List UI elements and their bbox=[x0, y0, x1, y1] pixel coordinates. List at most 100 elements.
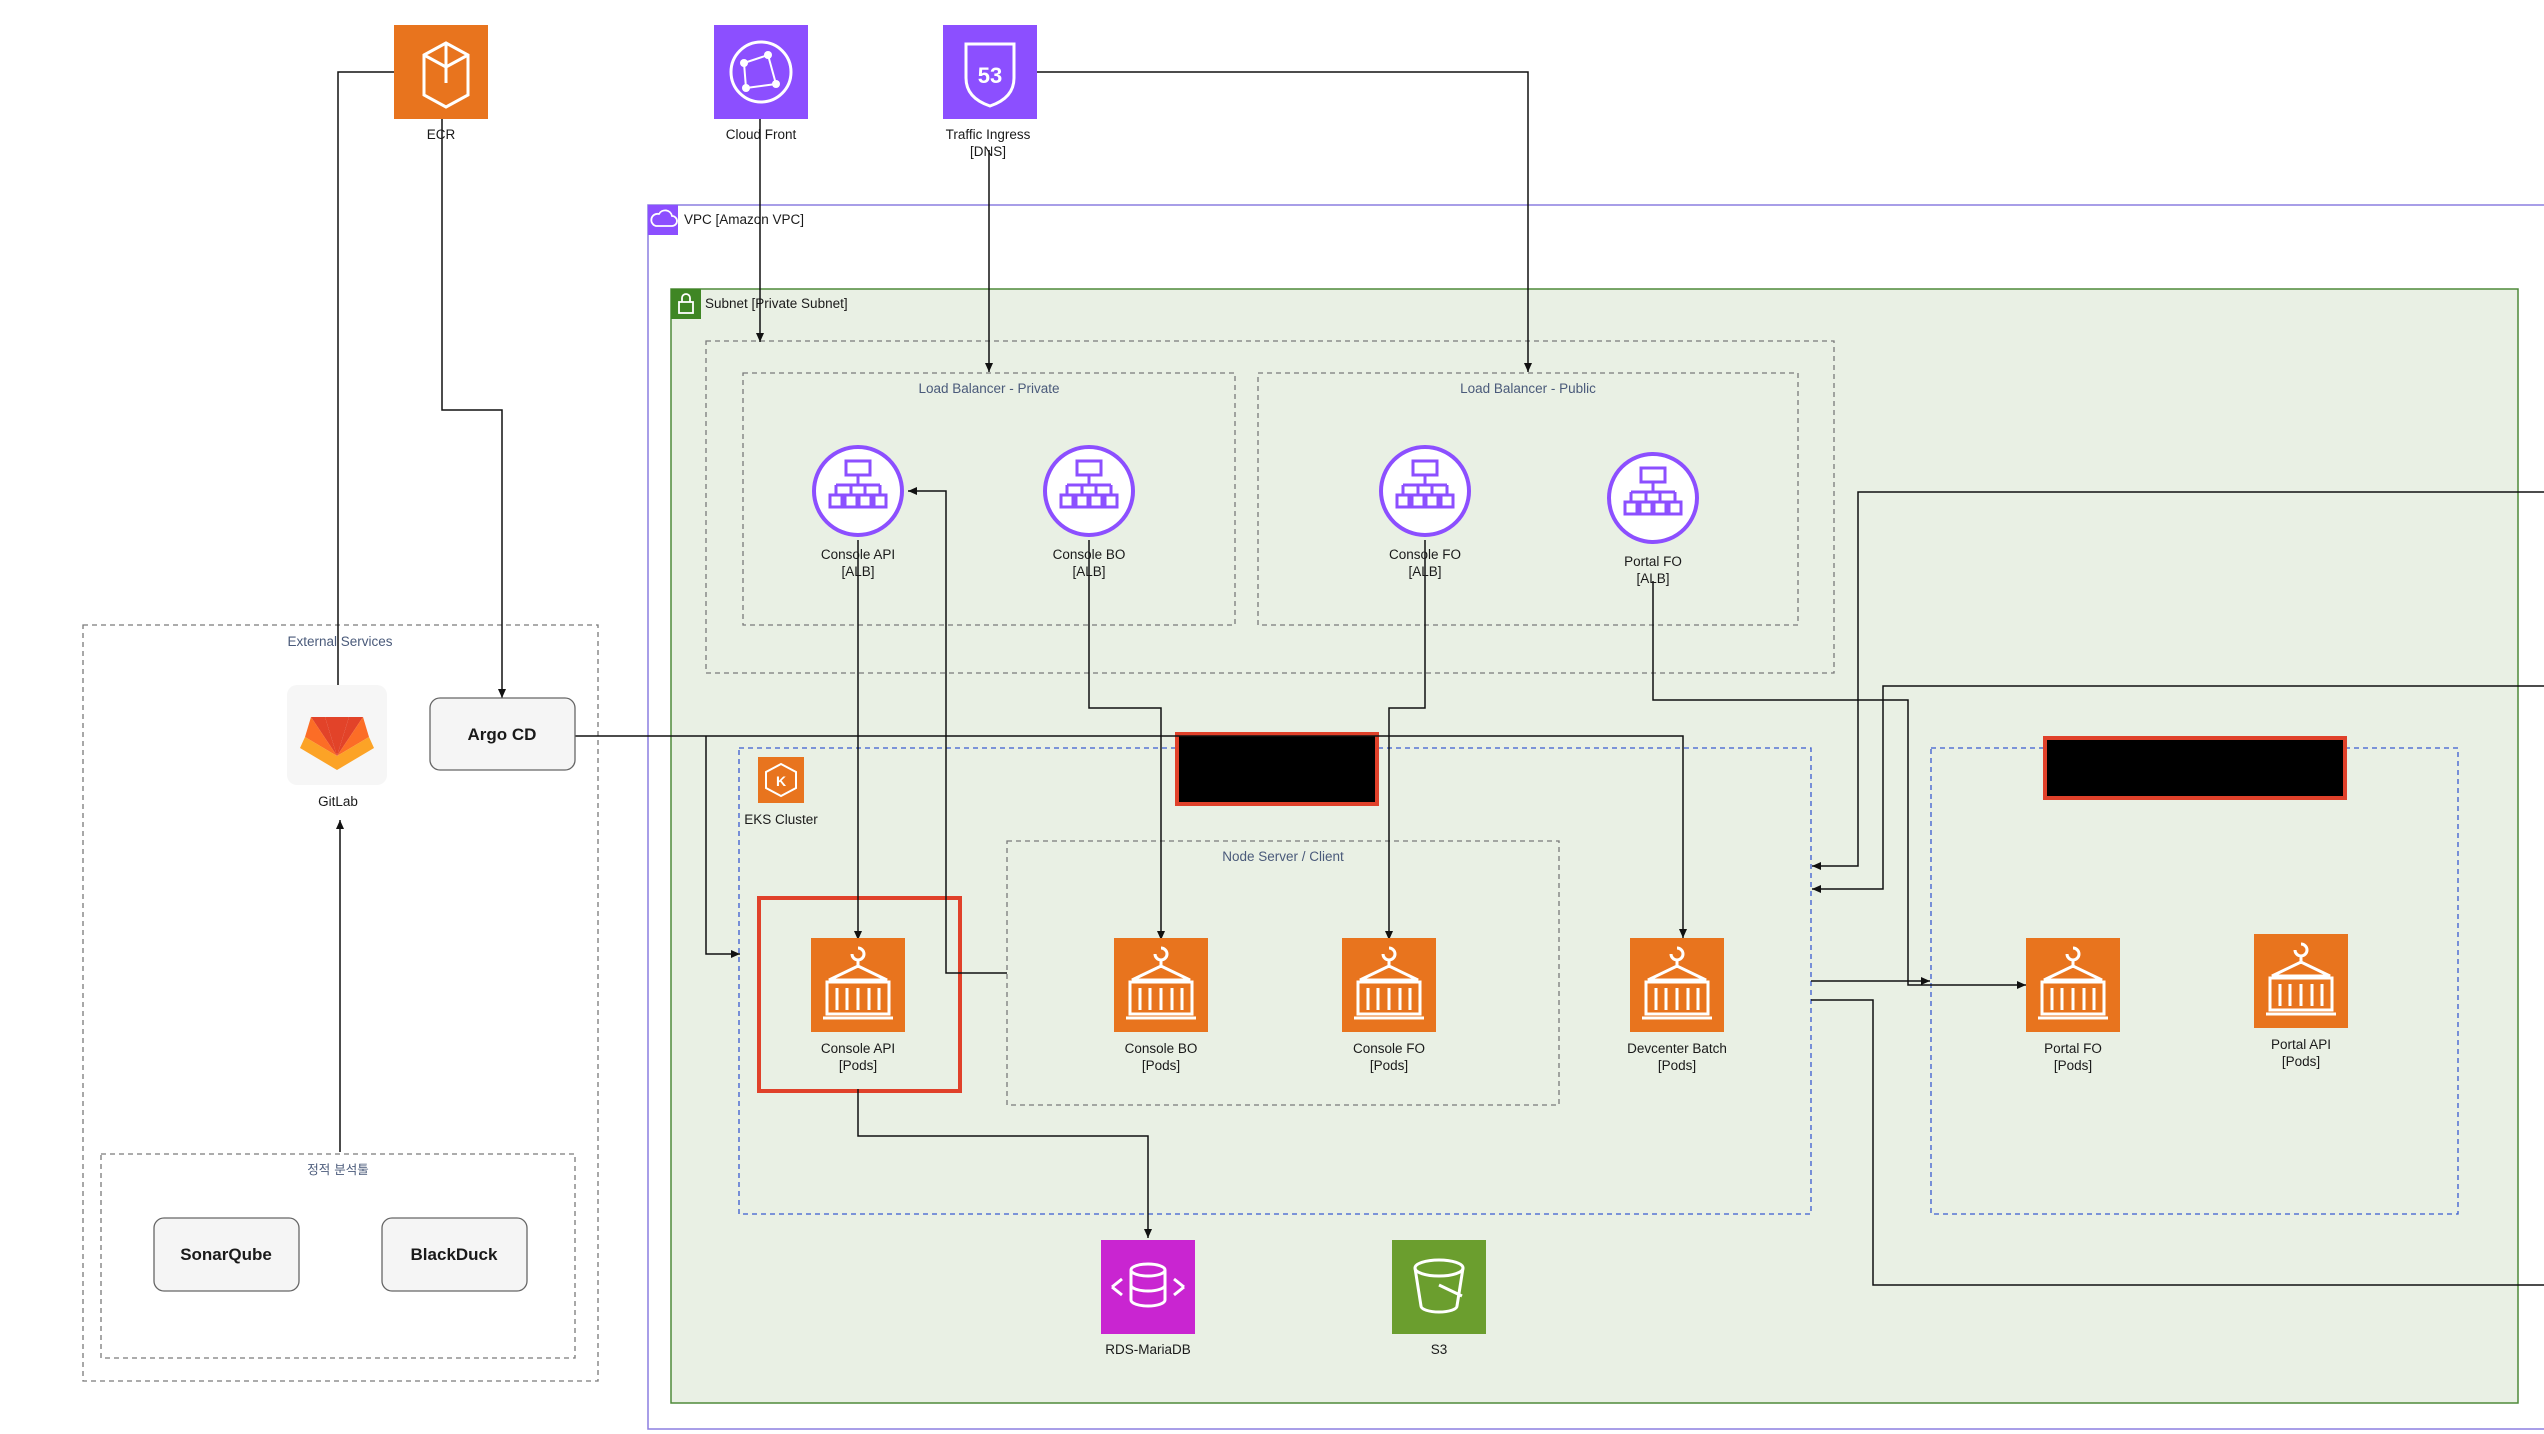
alb-console-fo-line1: Console FO bbox=[1389, 547, 1461, 562]
eks-icon: K bbox=[758, 757, 804, 803]
pod-devcenter-batch-icon bbox=[1628, 936, 1726, 1034]
gitlab-icon bbox=[300, 717, 374, 770]
lb-public-title: Load Balancer - Public bbox=[1460, 381, 1596, 396]
edge-route53-lbpublic bbox=[1037, 71, 1532, 372]
node-server-title: Node Server / Client bbox=[1222, 849, 1344, 864]
subnet-label: Subnet [Private Subnet] bbox=[705, 296, 848, 311]
static-tools-title: 정적 분석툴 bbox=[307, 1162, 368, 1177]
argocd-button[interactable]: Argo CD bbox=[429, 697, 576, 771]
alb-portal-fo-icon bbox=[1607, 452, 1699, 544]
route53-node[interactable]: 53 Traffic Ingress [DNS] bbox=[943, 25, 1037, 159]
cloudfront-node[interactable]: Cloud Front bbox=[714, 25, 808, 142]
s3-node[interactable]: S3 bbox=[1392, 1240, 1486, 1357]
gitlab-label: GitLab bbox=[318, 794, 358, 809]
alb-console-api-line1: Console API bbox=[821, 547, 895, 562]
alb-portal-fo[interactable]: Portal FO [ALB] bbox=[1607, 452, 1699, 586]
pod-devcenter-batch-line1: Devcenter Batch bbox=[1627, 1041, 1727, 1056]
pod-console-api-icon bbox=[809, 936, 907, 1034]
alb-portal-fo-line1: Portal FO bbox=[1624, 554, 1682, 569]
route53-label-line1: Traffic Ingress bbox=[946, 127, 1031, 142]
argocd-label: Argo CD bbox=[468, 725, 537, 744]
pod-console-fo-icon bbox=[1340, 936, 1438, 1034]
pod-devcenter-batch[interactable]: Devcenter Batch [Pods] bbox=[1627, 936, 1727, 1073]
pod-devcenter-batch-line2: [Pods] bbox=[1658, 1058, 1696, 1073]
alb-console-bo-icon bbox=[1043, 445, 1135, 537]
connectors bbox=[334, 71, 2544, 1286]
vpc-icon bbox=[648, 205, 678, 235]
gitlab-node[interactable]: GitLab bbox=[287, 685, 387, 809]
sonarqube-button[interactable]: SonarQube bbox=[153, 1217, 300, 1292]
pod-portal-api-line1: Portal API bbox=[2271, 1037, 2331, 1052]
edge-alb-bo-pod bbox=[1088, 540, 1165, 940]
redacted-label-eks bbox=[1175, 732, 1379, 806]
s3-icon bbox=[1392, 1240, 1486, 1334]
edge-node-alb-api bbox=[908, 487, 1007, 974]
edge-ecr-argocd bbox=[441, 115, 506, 698]
edge-alb-fo-pod bbox=[1385, 540, 1426, 940]
lb-public-group bbox=[1257, 372, 1799, 626]
subnet-container bbox=[670, 288, 2519, 1404]
console-api-highlight bbox=[757, 896, 962, 1093]
pod-console-fo-line2: [Pods] bbox=[1370, 1058, 1408, 1073]
rds-label: RDS-MariaDB bbox=[1105, 1342, 1191, 1357]
pod-portal-api-icon bbox=[2252, 932, 2350, 1030]
route53-label-line2: [DNS] bbox=[970, 144, 1006, 159]
pod-console-fo[interactable]: Console FO [Pods] bbox=[1340, 936, 1438, 1073]
alb-console-fo-line2: [ALB] bbox=[1408, 564, 1441, 579]
s3-label: S3 bbox=[1431, 1342, 1448, 1357]
static-tools-group bbox=[100, 1153, 576, 1359]
lock-icon bbox=[671, 289, 701, 319]
edge-right-in-2 bbox=[1812, 685, 2544, 893]
pod-portal-api[interactable]: Portal API [Pods] bbox=[2252, 932, 2350, 1069]
blackduck-button[interactable]: BlackDuck bbox=[381, 1217, 528, 1292]
alb-console-fo[interactable]: Console FO [ALB] bbox=[1379, 445, 1471, 579]
external-services-title: External Services bbox=[287, 634, 392, 649]
pod-console-api[interactable]: Console API [Pods] bbox=[809, 936, 907, 1073]
pod-portal-fo-line2: [Pods] bbox=[2054, 1058, 2092, 1073]
alb-console-bo-line1: Console BO bbox=[1053, 547, 1126, 562]
eks-icon-letter: K bbox=[776, 773, 786, 789]
alb-console-bo[interactable]: Console BO [ALB] bbox=[1043, 445, 1135, 579]
lb-private-group bbox=[742, 372, 1236, 626]
pod-console-bo-line2: [Pods] bbox=[1142, 1058, 1180, 1073]
pod-portal-api-line2: [Pods] bbox=[2282, 1054, 2320, 1069]
route53-icon bbox=[943, 25, 1037, 119]
edge-alb-portal-pod bbox=[1652, 581, 2026, 989]
pod-console-fo-line1: Console FO bbox=[1353, 1041, 1425, 1056]
external-services-group bbox=[82, 624, 599, 1382]
edge-api-rds bbox=[857, 1089, 1152, 1238]
pod-console-api-line1: Console API bbox=[821, 1041, 895, 1056]
redacted-label-portal bbox=[2043, 736, 2347, 800]
alb-console-bo-line2: [ALB] bbox=[1072, 564, 1105, 579]
pod-portal-fo-line1: Portal FO bbox=[2044, 1041, 2102, 1056]
blackduck-label: BlackDuck bbox=[411, 1245, 498, 1264]
edge-ecr-gitlab bbox=[334, 71, 394, 698]
edge-eks-right bbox=[1811, 999, 2544, 1286]
alb-portal-fo-line2: [ALB] bbox=[1636, 571, 1669, 586]
ecr-label: ECR bbox=[427, 127, 456, 142]
node-server-group bbox=[1006, 840, 1560, 1106]
lb-private-title: Load Balancer - Private bbox=[918, 381, 1059, 396]
edge-right-in-1 bbox=[1812, 491, 2544, 870]
alb-console-api-icon bbox=[812, 445, 904, 537]
rds-node[interactable]: RDS-MariaDB bbox=[1101, 1240, 1195, 1357]
edge-argocd-eks-left bbox=[705, 736, 740, 958]
cloudfront-label: Cloud Front bbox=[726, 127, 797, 142]
vpc-label: VPC [Amazon VPC] bbox=[684, 212, 804, 227]
edge-argocd-eks bbox=[575, 735, 1687, 938]
pod-console-bo-icon bbox=[1112, 936, 1210, 1034]
alb-console-fo-icon bbox=[1379, 445, 1471, 537]
ecr-node[interactable]: ECR bbox=[394, 25, 488, 142]
alb-console-api[interactable]: Console API [ALB] bbox=[812, 445, 904, 579]
sonarqube-label: SonarQube bbox=[180, 1245, 272, 1264]
pod-console-bo[interactable]: Console BO [Pods] bbox=[1112, 936, 1210, 1073]
pod-portal-fo-icon bbox=[2024, 936, 2122, 1034]
lb-outer-group bbox=[705, 340, 1835, 674]
cloudfront-icon bbox=[714, 25, 808, 119]
pod-console-bo-line1: Console BO bbox=[1125, 1041, 1198, 1056]
route53-badge: 53 bbox=[978, 63, 1002, 88]
rds-icon bbox=[1101, 1240, 1195, 1334]
vpc-container bbox=[647, 204, 2544, 1430]
pod-portal-fo[interactable]: Portal FO [Pods] bbox=[2024, 936, 2122, 1073]
eks-cluster-label: EKS Cluster bbox=[744, 812, 818, 827]
